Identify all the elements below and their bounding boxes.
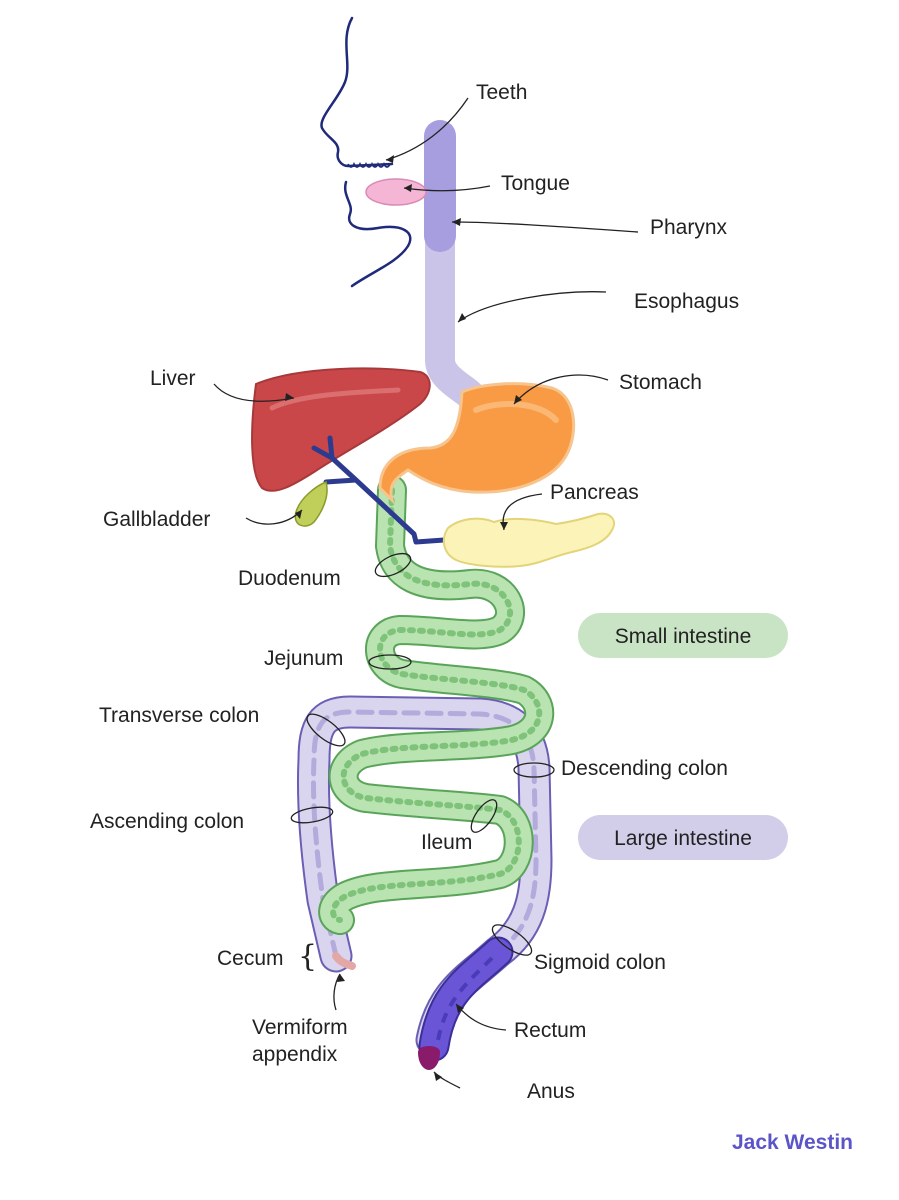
label-vermiform-appendix-line1: Vermiform	[252, 1016, 348, 1039]
labels: Teeth Tongue Pharynx Esophagus Liver Sto…	[90, 81, 739, 1103]
label-transverse-colon: Transverse colon	[99, 704, 259, 727]
label-pancreas: Pancreas	[550, 481, 639, 504]
section-rings	[290, 552, 555, 956]
label-liver: Liver	[150, 367, 196, 390]
anus-drawing	[418, 1046, 440, 1070]
legend: Small intestine Large intestine	[578, 613, 788, 860]
esophagus-drawing	[424, 120, 489, 415]
label-esophagus: Esophagus	[634, 290, 739, 313]
leader-arrowheads	[285, 155, 522, 1081]
teeth-drawing	[347, 161, 391, 168]
appendix-drawing	[332, 952, 356, 970]
cecum-brace: {	[298, 939, 317, 974]
label-cecum: Cecum	[217, 947, 284, 970]
pancreas-drawing	[442, 512, 616, 568]
legend-large-intestine: Large intestine	[578, 815, 788, 860]
face-profile	[320, 16, 412, 288]
small-intestine	[318, 475, 555, 935]
stomach-drawing	[378, 382, 576, 505]
label-tongue: Tongue	[501, 172, 570, 195]
gallbladder-drawing	[294, 480, 328, 527]
legend-small-intestine-swatch	[578, 613, 788, 658]
label-ileum: Ileum	[421, 831, 472, 854]
label-rectum: Rectum	[514, 1019, 586, 1042]
label-pharynx: Pharynx	[650, 216, 728, 239]
rectum-drawing	[418, 936, 514, 1062]
legend-small-intestine-label: Small intestine	[615, 625, 752, 648]
tongue-drawing	[365, 178, 427, 206]
bile-duct-drawing	[311, 435, 447, 545]
label-descending-colon: Descending colon	[561, 757, 728, 780]
label-gallbladder: Gallbladder	[103, 508, 210, 531]
label-jejunum: Jejunum	[264, 647, 343, 670]
label-vermiform-appendix-line2: appendix	[252, 1043, 338, 1066]
label-anus: Anus	[527, 1080, 575, 1103]
legend-large-intestine-label: Large intestine	[614, 827, 752, 850]
label-ascending-colon: Ascending colon	[90, 810, 244, 833]
legend-small-intestine: Small intestine	[578, 613, 788, 658]
label-stomach: Stomach	[619, 371, 702, 394]
brand-logo-text: Jack Westin	[732, 1131, 853, 1154]
label-sigmoid-colon: Sigmoid colon	[534, 951, 666, 974]
label-teeth: Teeth	[476, 81, 527, 104]
label-duodenum: Duodenum	[238, 567, 341, 590]
legend-large-intestine-swatch	[578, 815, 788, 860]
